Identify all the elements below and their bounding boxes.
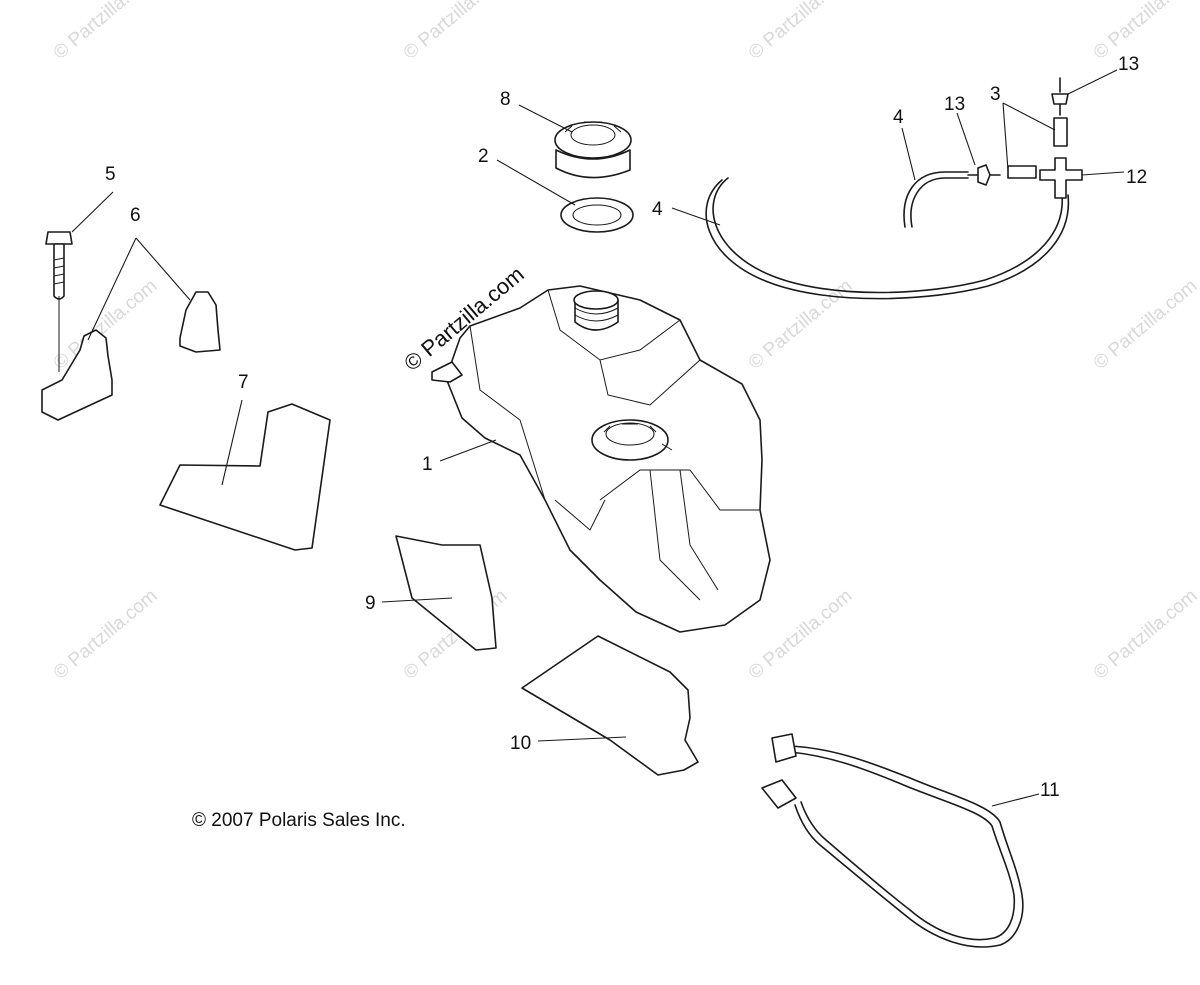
- bolt-part: [45, 231, 73, 372]
- seal-ring-part: [560, 197, 634, 233]
- callout-9: 9: [365, 593, 376, 614]
- callout-13-top: 13: [1118, 54, 1139, 75]
- callout-5: 5: [105, 164, 116, 185]
- vent-hose-long-part-edge: [705, 179, 1070, 300]
- bracket-part: [179, 291, 221, 353]
- vent-hose-long-part: [712, 177, 1063, 294]
- watermark: © Partzilla.com: [50, 0, 162, 64]
- bracket-part: [41, 329, 113, 421]
- heat-shield-part: [521, 635, 699, 776]
- callout-10: 10: [510, 733, 531, 754]
- callout-13-left: 13: [944, 94, 965, 115]
- hose-sleeve-part: [1007, 165, 1037, 179]
- leader-lines: [71, 69, 1125, 807]
- callout-3: 3: [990, 84, 1001, 105]
- callout-7: 7: [238, 372, 249, 393]
- wire-harness-part: [761, 733, 1024, 948]
- watermark: © Partzilla.com: [1090, 0, 1200, 64]
- foam-pad-part: [159, 403, 331, 551]
- check-valve-part: [967, 164, 1001, 186]
- callout-8: 8: [500, 89, 511, 110]
- callout-12: 12: [1126, 167, 1147, 188]
- hose-sleeve-part: [1053, 117, 1068, 147]
- vent-hose-short-part: [903, 171, 969, 228]
- callout-6: 6: [130, 205, 141, 226]
- copyright-notice: © 2007 Polaris Sales Inc.: [192, 810, 406, 831]
- callout-4-short: 4: [893, 107, 904, 128]
- watermark: © Partzilla.com: [1090, 275, 1200, 373]
- callout-labels: 8 2 4 4 13 3 13 12 5 6 7 1 9 10 11: [105, 54, 1147, 801]
- callout-4-long: 4: [652, 199, 663, 220]
- watermark: © Partzilla.com: [400, 0, 512, 64]
- vent-hose-short-part-edge: [910, 177, 969, 228]
- callout-11: 11: [1040, 780, 1060, 801]
- watermark: © Partzilla.com: [745, 0, 857, 64]
- tee-fitting-part: [1039, 157, 1083, 199]
- tank-filler-neck-part: [573, 290, 619, 331]
- fuel-pump-part: [591, 419, 673, 461]
- watermark: © Partzilla.com: [50, 585, 162, 683]
- fuel-cap-part: [554, 121, 632, 179]
- watermark: © Partzilla.com: [1090, 585, 1200, 683]
- pad-part: [395, 535, 497, 651]
- check-valve-top-part: [1051, 77, 1069, 116]
- fuel-tank-part: [431, 285, 771, 633]
- callout-2: 2: [478, 146, 489, 167]
- watermark: © Partzilla.com: [745, 585, 857, 683]
- callout-1: 1: [422, 454, 433, 475]
